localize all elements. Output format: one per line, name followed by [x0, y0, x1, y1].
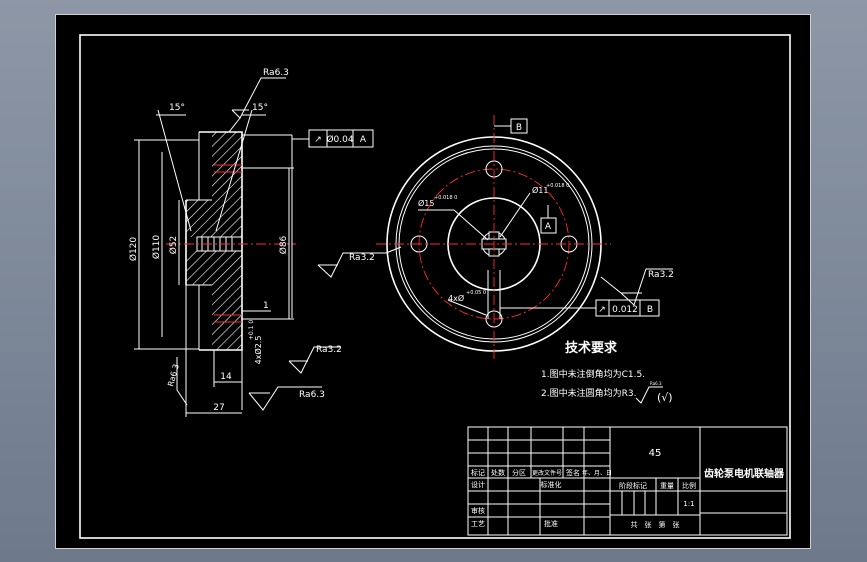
title-block: 标记 处数 分区 更改文件号 签名 年、月、日 设计 标准化 审核 工艺 批准 … — [467, 426, 788, 536]
tech-roughness-paren: (√) — [657, 391, 673, 404]
dim-27-label: 27 — [213, 403, 224, 413]
angle-left-label: 15° — [169, 103, 185, 113]
geo-datum-b: B — [647, 305, 653, 315]
dia-15-label: Ø15 — [418, 198, 434, 208]
dia-11-tol: +0.018 0 — [546, 183, 569, 189]
tech-roughness-symbol — [635, 386, 663, 404]
datum-b-label: B — [516, 123, 522, 133]
tb-label-stage: 阶段标记 — [619, 481, 647, 490]
tech-roughness-label: Ra6.3 — [650, 381, 662, 386]
angle-right-label: 15° — [252, 103, 268, 113]
front-view: B Ø15 +0.018 0 Ø11 +0.018 0 A 4xØ +0.05 … — [317, 115, 674, 360]
roughness-left-label: Ra6.3 — [166, 363, 181, 388]
roughness-top-label: Ra6.3 — [263, 68, 289, 78]
tb-label-review: 审核 — [471, 506, 485, 515]
tb-label-zone: 分区 — [512, 468, 526, 477]
datum-a-label: A — [545, 222, 552, 232]
thread-dim-tol: +0.1 0 — [248, 320, 255, 340]
tb-label-weight: 重量 — [660, 482, 674, 490]
geo-value-a: Ø0.04 — [326, 134, 353, 145]
holes-tol: +0.05 0 — [466, 290, 486, 296]
holes-label: 4xØ — [448, 293, 464, 303]
roughness-right-label: Ra3.2 — [316, 345, 342, 355]
front-roughness-right-symbol — [620, 268, 673, 306]
section-view: 15° 15° Ø120 Ø110 Ø52 Ø86 ↗ Ø0.04 A Ra6.… — [128, 68, 374, 417]
drawing-sheet: 15° 15° Ø120 Ø110 Ø52 Ø86 ↗ Ø0.04 A Ra6.… — [55, 14, 811, 549]
roughness-bottom-symbol — [248, 386, 322, 411]
tb-label-ratio: 比例 — [682, 481, 696, 490]
tech-note-2: 2.图中未注圆角均为R3. — [541, 387, 636, 399]
tech-title: 技术要求 — [565, 340, 618, 356]
geo-value-b: 0.012 — [612, 305, 638, 315]
roughness-right-symbol — [288, 346, 341, 374]
hatch-lower-hub — [186, 251, 242, 285]
dia-11-label: Ø11 — [532, 185, 548, 195]
inner-frame — [79, 34, 791, 539]
roughness-top-symbol — [231, 77, 286, 119]
tech-note-1: 1.图中未注倒角均为C1.5. — [541, 368, 645, 380]
dia-52-label: Ø52 — [168, 236, 179, 255]
dim-14-label: 14 — [220, 372, 232, 382]
geo-symbol-a: ↗ — [314, 135, 322, 145]
geo-symbol-b: ↗ — [598, 305, 606, 315]
dim-1-label: 1 — [263, 301, 269, 311]
front-roughness-left-label: Ra3.2 — [349, 253, 375, 263]
dia-120-label: Ø120 — [128, 237, 139, 262]
dia-15-tol: +0.018 0 — [434, 195, 457, 201]
tb-label-design: 设计 — [471, 480, 485, 489]
tb-label-standard: 标准化 — [541, 480, 562, 489]
dia-110-label: Ø110 — [151, 235, 162, 260]
cad-drawing: 15° 15° Ø120 Ø110 Ø52 Ø86 ↗ Ø0.04 A Ra6.… — [79, 34, 791, 539]
hatch-top — [212, 132, 242, 200]
tb-label-count: 处数 — [491, 468, 505, 477]
tb-label-process: 工艺 — [471, 520, 485, 528]
hatch-bottom — [212, 285, 242, 350]
thread-dim-label: 4xØ2.5 — [253, 336, 263, 365]
geo-datum-a: A — [360, 135, 367, 145]
front-roughness-right-label: Ra3.2 — [648, 270, 674, 280]
tb-label-sheets: 共 张 第 张 — [631, 520, 680, 529]
dia-86-label: Ø86 — [278, 235, 289, 254]
tech-requirements: 技术要求 1.图中未注倒角均为C1.5. 2.图中未注圆角均为R3. Ra6.3… — [541, 340, 673, 404]
tb-label-change-doc: 更改文件号 — [532, 469, 562, 477]
roughness-left-symbol — [176, 357, 188, 406]
hatch-upper-hub — [186, 200, 242, 237]
tb-label-date: 年、月、日 — [582, 469, 612, 477]
tb-label-approve: 批准 — [544, 519, 558, 528]
tb-label-sign: 签名 — [566, 468, 580, 477]
material-label: 45 — [649, 448, 662, 459]
roughness-bottom-label: Ra6.3 — [299, 390, 325, 400]
tb-label-mark: 标记 — [471, 468, 485, 477]
drawing-title: 齿轮泵电机联轴器 — [704, 467, 785, 480]
scale-value: 1:1 — [683, 500, 694, 508]
